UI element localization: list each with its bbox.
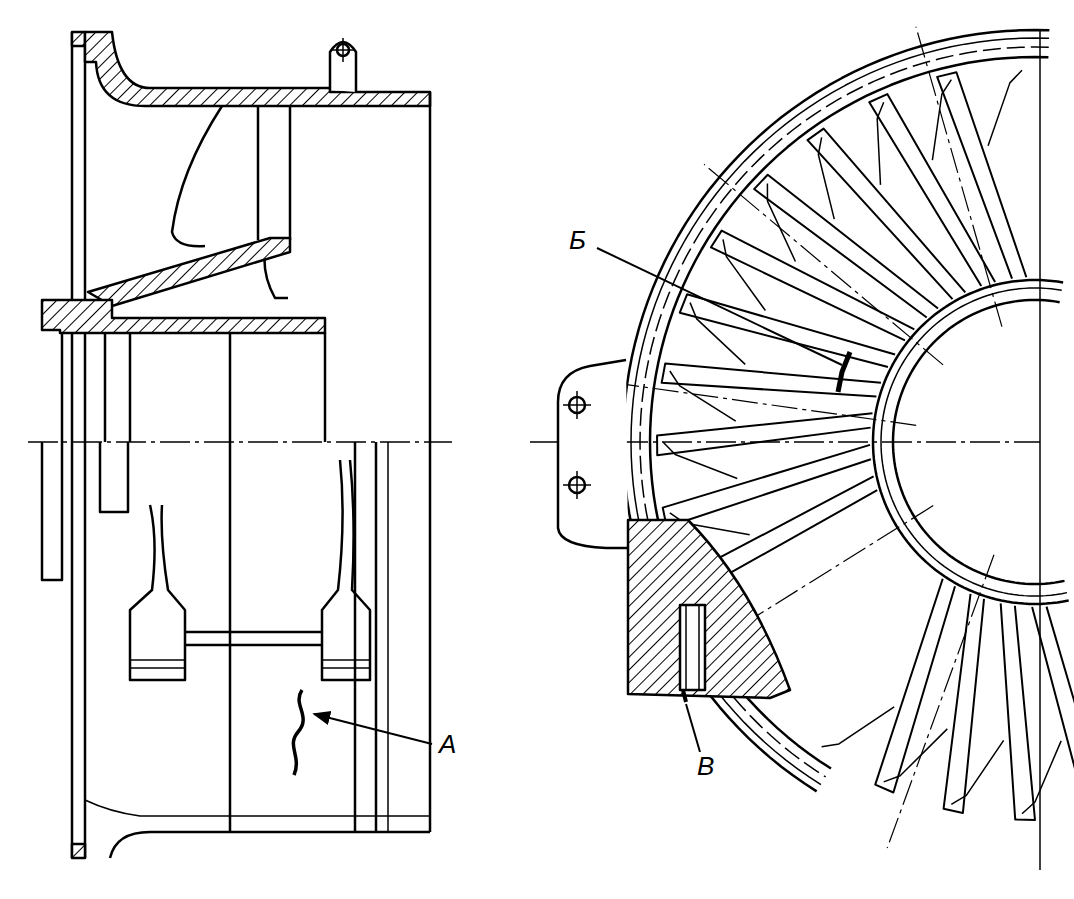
lower-flange (42, 442, 62, 580)
guide-vane (808, 129, 966, 299)
guide-vane (662, 363, 881, 396)
guide-vane (1032, 607, 1074, 817)
lower-line (229, 442, 232, 832)
vane-edge (767, 184, 795, 262)
callout-letter: В (694, 752, 717, 780)
lower-ring (100, 442, 128, 512)
axis-line (887, 555, 994, 848)
guide-vane (1001, 603, 1035, 820)
casing-outline (110, 832, 430, 858)
blade-outline (172, 106, 222, 246)
vane-detail (322, 659, 370, 661)
ring-arc (631, 38, 1049, 785)
lug-axis (331, 49, 355, 51)
bore-line (129, 333, 132, 442)
side-section-view (28, 32, 452, 858)
bolt (680, 605, 705, 690)
axis-line (607, 382, 916, 425)
guide-vane (944, 594, 984, 813)
tie-rod (185, 631, 322, 634)
vane-edge (884, 729, 948, 782)
strut (289, 106, 292, 240)
vane-edge (663, 442, 737, 479)
vane-edge (951, 740, 1003, 804)
cone-section (88, 238, 290, 306)
bore-line (61, 333, 64, 442)
callout-letter: А (436, 730, 459, 758)
guide-vane (869, 94, 995, 286)
guide-vane (937, 72, 1026, 278)
vane-detail (130, 667, 185, 669)
lower-line (387, 442, 389, 832)
vane-detail (322, 667, 370, 669)
casing-section (85, 32, 430, 106)
vane-edge (1022, 741, 1061, 814)
lug (330, 42, 356, 92)
crack (293, 690, 303, 775)
leader-line (314, 714, 432, 744)
bolt-thread (698, 605, 700, 690)
bore-line (324, 333, 327, 442)
casing-section (628, 520, 790, 698)
break-line (1039, 30, 1041, 870)
leader-line (597, 248, 842, 365)
vane-silhouette (322, 460, 370, 680)
ring-arc (893, 300, 1065, 584)
vane-edge (670, 371, 736, 421)
vane-edge (822, 707, 895, 747)
casing-end (429, 92, 432, 832)
ring-arc (873, 280, 1069, 604)
vane-edge (690, 303, 745, 365)
ring-arc (881, 288, 1067, 596)
cylinder-section (42, 300, 325, 333)
flange-section (72, 32, 85, 46)
vane-silhouette (130, 505, 185, 680)
guide-vane (711, 231, 914, 341)
vanes (607, 27, 1074, 848)
guide-vane (875, 579, 955, 793)
end-view (530, 27, 1074, 870)
guide-vane (657, 413, 872, 455)
hole-axis (576, 471, 578, 499)
flange-section (72, 844, 85, 858)
strut (257, 106, 260, 240)
bore-line (229, 333, 232, 442)
leader-line (686, 704, 700, 752)
tie-rod (185, 644, 322, 647)
lower-line (354, 442, 357, 832)
lower-line (375, 442, 378, 832)
vane-edge (818, 137, 834, 219)
ring-arc (640, 47, 1049, 777)
vane-edge (988, 70, 1022, 145)
vane-edge (932, 80, 951, 161)
casing-outline (85, 800, 430, 816)
guide-vane (680, 294, 895, 367)
axis-line (704, 164, 943, 365)
vane-edge (723, 239, 765, 310)
flange-line (71, 32, 74, 858)
guide-vane (754, 175, 938, 318)
callout-letter: Б (566, 226, 589, 254)
hole-axis (576, 391, 578, 419)
axis-line (916, 27, 1002, 327)
mounting-lug (558, 360, 628, 548)
ring-arc (623, 30, 1049, 791)
vane-edge (877, 102, 884, 185)
vane-detail (130, 659, 185, 661)
crack (683, 690, 686, 702)
bolt-thread (685, 605, 687, 690)
guide-vane (663, 445, 871, 527)
flange-line (84, 32, 87, 858)
bore-line (104, 333, 107, 442)
crack (838, 352, 850, 392)
rings (623, 30, 1069, 791)
